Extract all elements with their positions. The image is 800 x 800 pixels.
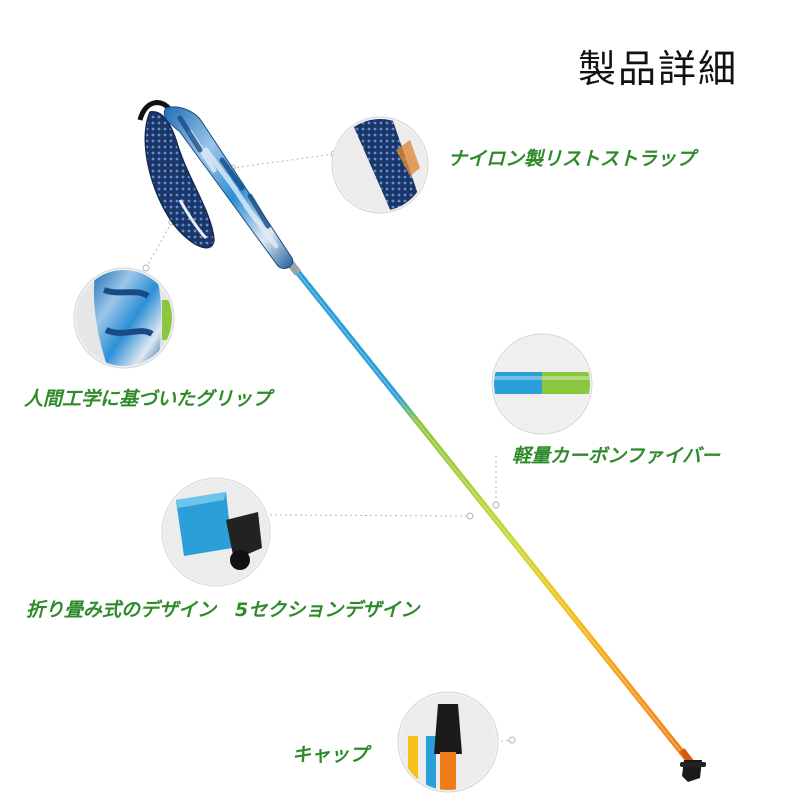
label-ergonomic-grip: 人間工学に基づいたグリップ [24,388,272,410]
pole-shaft [293,267,691,763]
detail-circle-carbon [491,333,593,435]
leader-lines [145,153,513,743]
detail-circle-cap [397,691,499,793]
pole-tip [679,748,706,782]
detail-circle-grip [73,267,175,369]
leader-grip [145,221,173,269]
leader-folding [269,514,471,517]
label-cap: キャップ [292,744,369,766]
label-carbon-fiber: 軽量カーボンファイバー [512,445,721,467]
label-folding-design: 折り畳み式のデザイン 5セクションデザイン [26,599,420,621]
wrist-strap [144,111,215,249]
detail-circle-folding [161,477,271,587]
label-wrist-strap: ナイロン製リストストラップ [448,148,696,170]
page-title: 製品詳細 [578,47,739,91]
leader-strap [231,153,335,169]
detail-circle-strap [331,116,429,214]
